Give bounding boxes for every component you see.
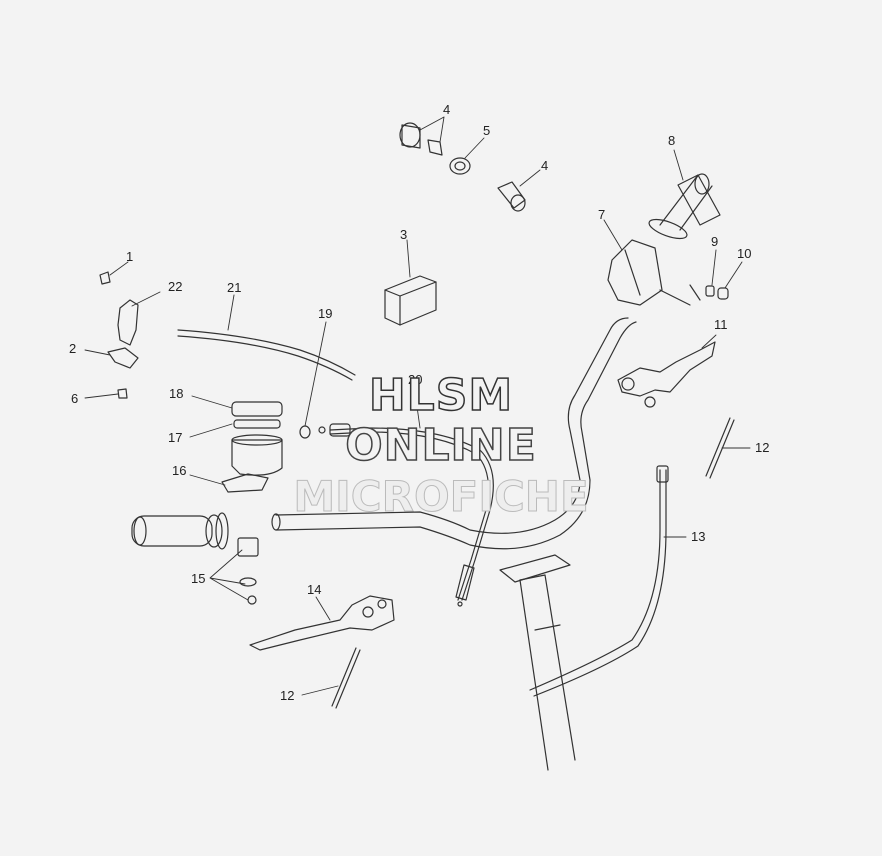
left-grip (131, 512, 229, 550)
callout-17: 17 (168, 430, 183, 445)
callout-1: 1 (126, 249, 134, 264)
clutch-cable (318, 423, 494, 607)
master-cylinder (221, 401, 283, 493)
handlebar (271, 317, 637, 550)
callout-6: 6 (71, 391, 79, 406)
callout-20: 20 (408, 372, 423, 387)
callout-12b: 12 (280, 688, 295, 703)
throttle-grip (648, 173, 721, 240)
callout-14: 14 (307, 582, 322, 597)
callout-5: 5 (483, 123, 491, 138)
callout-19: 19 (318, 306, 333, 321)
watermark-line-3: MICROFICHE (293, 472, 589, 522)
part-1 (99, 271, 111, 285)
steering-column (499, 554, 576, 771)
callout-18: 18 (169, 386, 184, 401)
clamp-15 (237, 537, 259, 605)
key-switch (399, 122, 526, 212)
callout-15: 15 (191, 571, 206, 586)
callout-4b: 4 (541, 158, 549, 173)
callout-21: 21 (227, 280, 242, 295)
callout-10: 10 (737, 246, 752, 261)
callout-11: 11 (714, 317, 728, 332)
callout-22: 22 (168, 279, 183, 294)
part-2 (107, 347, 139, 369)
callout-8: 8 (668, 133, 676, 148)
throttle-cable (529, 465, 669, 697)
cable-tie-right (705, 417, 735, 479)
left-lever (249, 595, 395, 651)
callout-12a: 12 (755, 440, 770, 455)
callout-2: 2 (69, 341, 77, 356)
watermark-line-2: ONLINE (344, 419, 537, 472)
switch-3 (384, 275, 437, 326)
throttle-housing (607, 239, 701, 306)
callout-13: 13 (691, 529, 706, 544)
callout-3: 3 (400, 227, 408, 242)
watermark-line-1: HLSM (368, 369, 514, 422)
callout-4a: 4 (443, 102, 451, 117)
cable-tie-left (331, 647, 361, 709)
right-lever (617, 341, 716, 408)
callout-16: 16 (172, 463, 187, 478)
cable-21 (177, 329, 356, 376)
callout-7: 7 (598, 207, 606, 222)
callout-9: 9 (711, 234, 719, 249)
part-6 (117, 388, 128, 399)
part-22 (117, 299, 139, 346)
